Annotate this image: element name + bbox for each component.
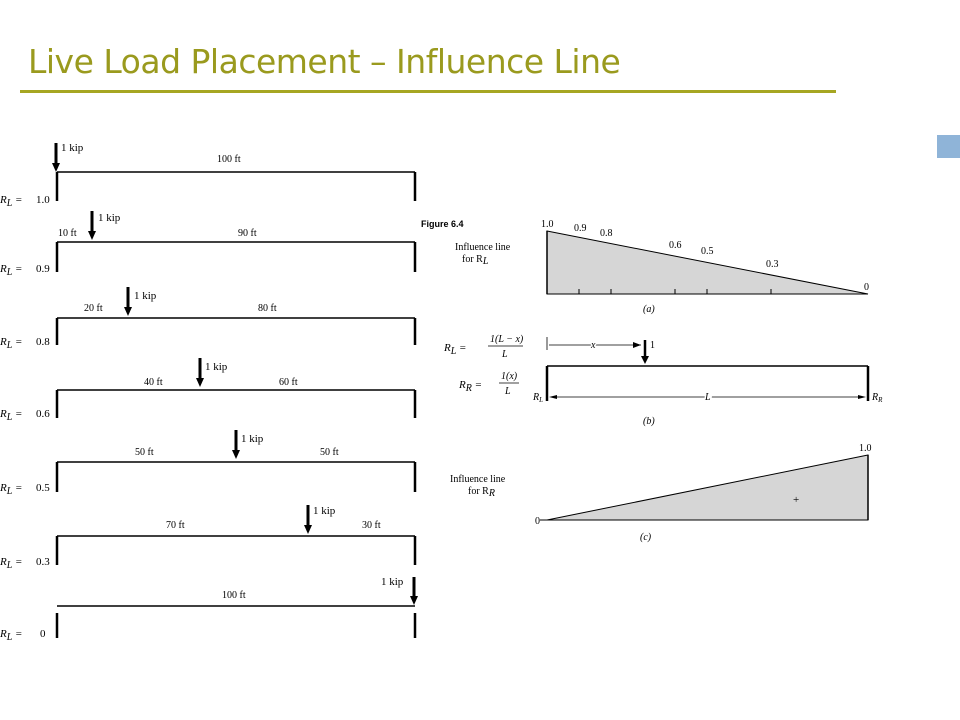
beam-case-3: 20 ft 1 kip 80 ft RL = 0.8 bbox=[0, 287, 417, 351]
influence-area-c bbox=[546, 454, 869, 521]
figure-label: Figure 6.4 bbox=[421, 219, 464, 229]
span-label: 100 ft bbox=[217, 154, 241, 165]
slide-corner-marker bbox=[937, 135, 960, 158]
value-label: 0.8 bbox=[600, 228, 613, 239]
beam-case-5: 50 ft 1 kip 50 ft RL = 0.5 bbox=[0, 430, 417, 497]
reaction-symbol: RL = bbox=[0, 556, 22, 571]
influence-label-sub: L bbox=[482, 256, 489, 267]
caption-a: (a) bbox=[643, 304, 655, 315]
load-label: 1 kip bbox=[381, 576, 404, 588]
reaction-value: 0.9 bbox=[36, 263, 50, 275]
reaction-value: 0 bbox=[40, 628, 46, 640]
value-label: 0 bbox=[864, 282, 869, 293]
sign-label: + bbox=[793, 494, 799, 506]
reaction-value: 0.3 bbox=[36, 556, 50, 568]
load-label: 1 kip bbox=[313, 505, 336, 517]
reaction-symbol: RL = bbox=[0, 482, 22, 497]
caption-b: (b) bbox=[643, 416, 655, 427]
caption-c: (c) bbox=[640, 532, 652, 543]
title-underline bbox=[20, 90, 836, 93]
influence-label-line1: Influence line bbox=[455, 242, 511, 253]
page-title: Live Load Placement – Influence Line bbox=[28, 42, 621, 81]
value-label: 0.9 bbox=[574, 223, 587, 234]
x-dimension-label: x bbox=[590, 340, 596, 351]
reaction-symbol: RL = bbox=[0, 336, 22, 351]
beam-case-2: 10 ft 1 kip 90 ft RL = 0.9 bbox=[0, 211, 417, 278]
reaction-value: 0.6 bbox=[36, 408, 50, 420]
equation-rl-numerator: 1(L − x) bbox=[490, 334, 524, 345]
span-label: L bbox=[704, 392, 711, 403]
load-label: 1 kip bbox=[98, 212, 121, 224]
load-label: 1 kip bbox=[61, 142, 84, 154]
beam-case-4: 40 ft 1 kip 60 ft RL = 0.6 bbox=[0, 358, 417, 423]
equation-rr: RR = bbox=[458, 379, 482, 394]
beam-case-7: 1 kip 100 ft RL = 0 bbox=[0, 576, 418, 643]
beam-case-1: 1 kip 100 ft RL = 1.0 bbox=[0, 142, 417, 209]
svg-text:for RR: for RR bbox=[468, 486, 495, 499]
left-support-label: RL bbox=[532, 392, 543, 404]
left-distance: 20 ft bbox=[84, 303, 103, 314]
beam-b: RL = 1(L − x) L RR = 1(x) L x 1 L RL RR … bbox=[443, 334, 883, 427]
reaction-value: 0.5 bbox=[36, 482, 50, 494]
influence-line-c: Influence line for RR 0 1.0 + (c) bbox=[450, 443, 872, 543]
influence-label-sub: R bbox=[488, 488, 495, 499]
right-support-label: RR bbox=[871, 392, 883, 404]
left-distance: 40 ft bbox=[144, 377, 163, 388]
equation-rl: RL = bbox=[443, 342, 466, 357]
influence-label-line2: for R bbox=[468, 486, 489, 497]
value-label: 0.5 bbox=[701, 246, 714, 257]
left-distance: 50 ft bbox=[135, 447, 154, 458]
right-distance: 30 ft bbox=[362, 520, 381, 531]
right-distance: 80 ft bbox=[258, 303, 277, 314]
left-distance: 70 ft bbox=[166, 520, 185, 531]
influence-label-line1: Influence line bbox=[450, 474, 506, 485]
equation-rl-denominator: L bbox=[501, 349, 508, 360]
end-value: 1.0 bbox=[859, 443, 872, 454]
load-label: 1 bbox=[650, 340, 655, 351]
equation-rr-denominator: L bbox=[504, 386, 511, 397]
span-label: 100 ft bbox=[222, 590, 246, 601]
svg-text:for RL: for RL bbox=[462, 254, 489, 267]
load-label: 1 kip bbox=[241, 433, 264, 445]
start-value: 0 bbox=[535, 516, 540, 527]
right-distance: 90 ft bbox=[238, 228, 257, 239]
reaction-value: 0.8 bbox=[36, 336, 50, 348]
left-distance: 10 ft bbox=[58, 228, 77, 239]
influence-line-a: Influence line for RL 1.0 0.9 0.8 0.6 0.… bbox=[455, 219, 869, 315]
right-distance: 50 ft bbox=[320, 447, 339, 458]
value-label: 1.0 bbox=[541, 219, 554, 230]
equation-rr-numerator: 1(x) bbox=[501, 371, 518, 382]
influence-area-a bbox=[546, 230, 869, 295]
right-distance: 60 ft bbox=[279, 377, 298, 388]
influence-label-line2: for R bbox=[462, 254, 483, 265]
reaction-symbol: RL = bbox=[0, 408, 22, 423]
value-label: 0.6 bbox=[669, 240, 682, 251]
beam-case-6: 70 ft 1 kip 30 ft RL = 0.3 bbox=[0, 505, 417, 571]
reaction-value: 1.0 bbox=[36, 194, 50, 206]
load-label: 1 kip bbox=[134, 290, 157, 302]
load-label: 1 kip bbox=[205, 361, 228, 373]
reaction-symbol: RL = bbox=[0, 628, 22, 643]
value-label: 0.3 bbox=[766, 259, 779, 270]
reaction-symbol: RL = bbox=[0, 194, 22, 209]
reaction-symbol: RL = bbox=[0, 263, 22, 278]
